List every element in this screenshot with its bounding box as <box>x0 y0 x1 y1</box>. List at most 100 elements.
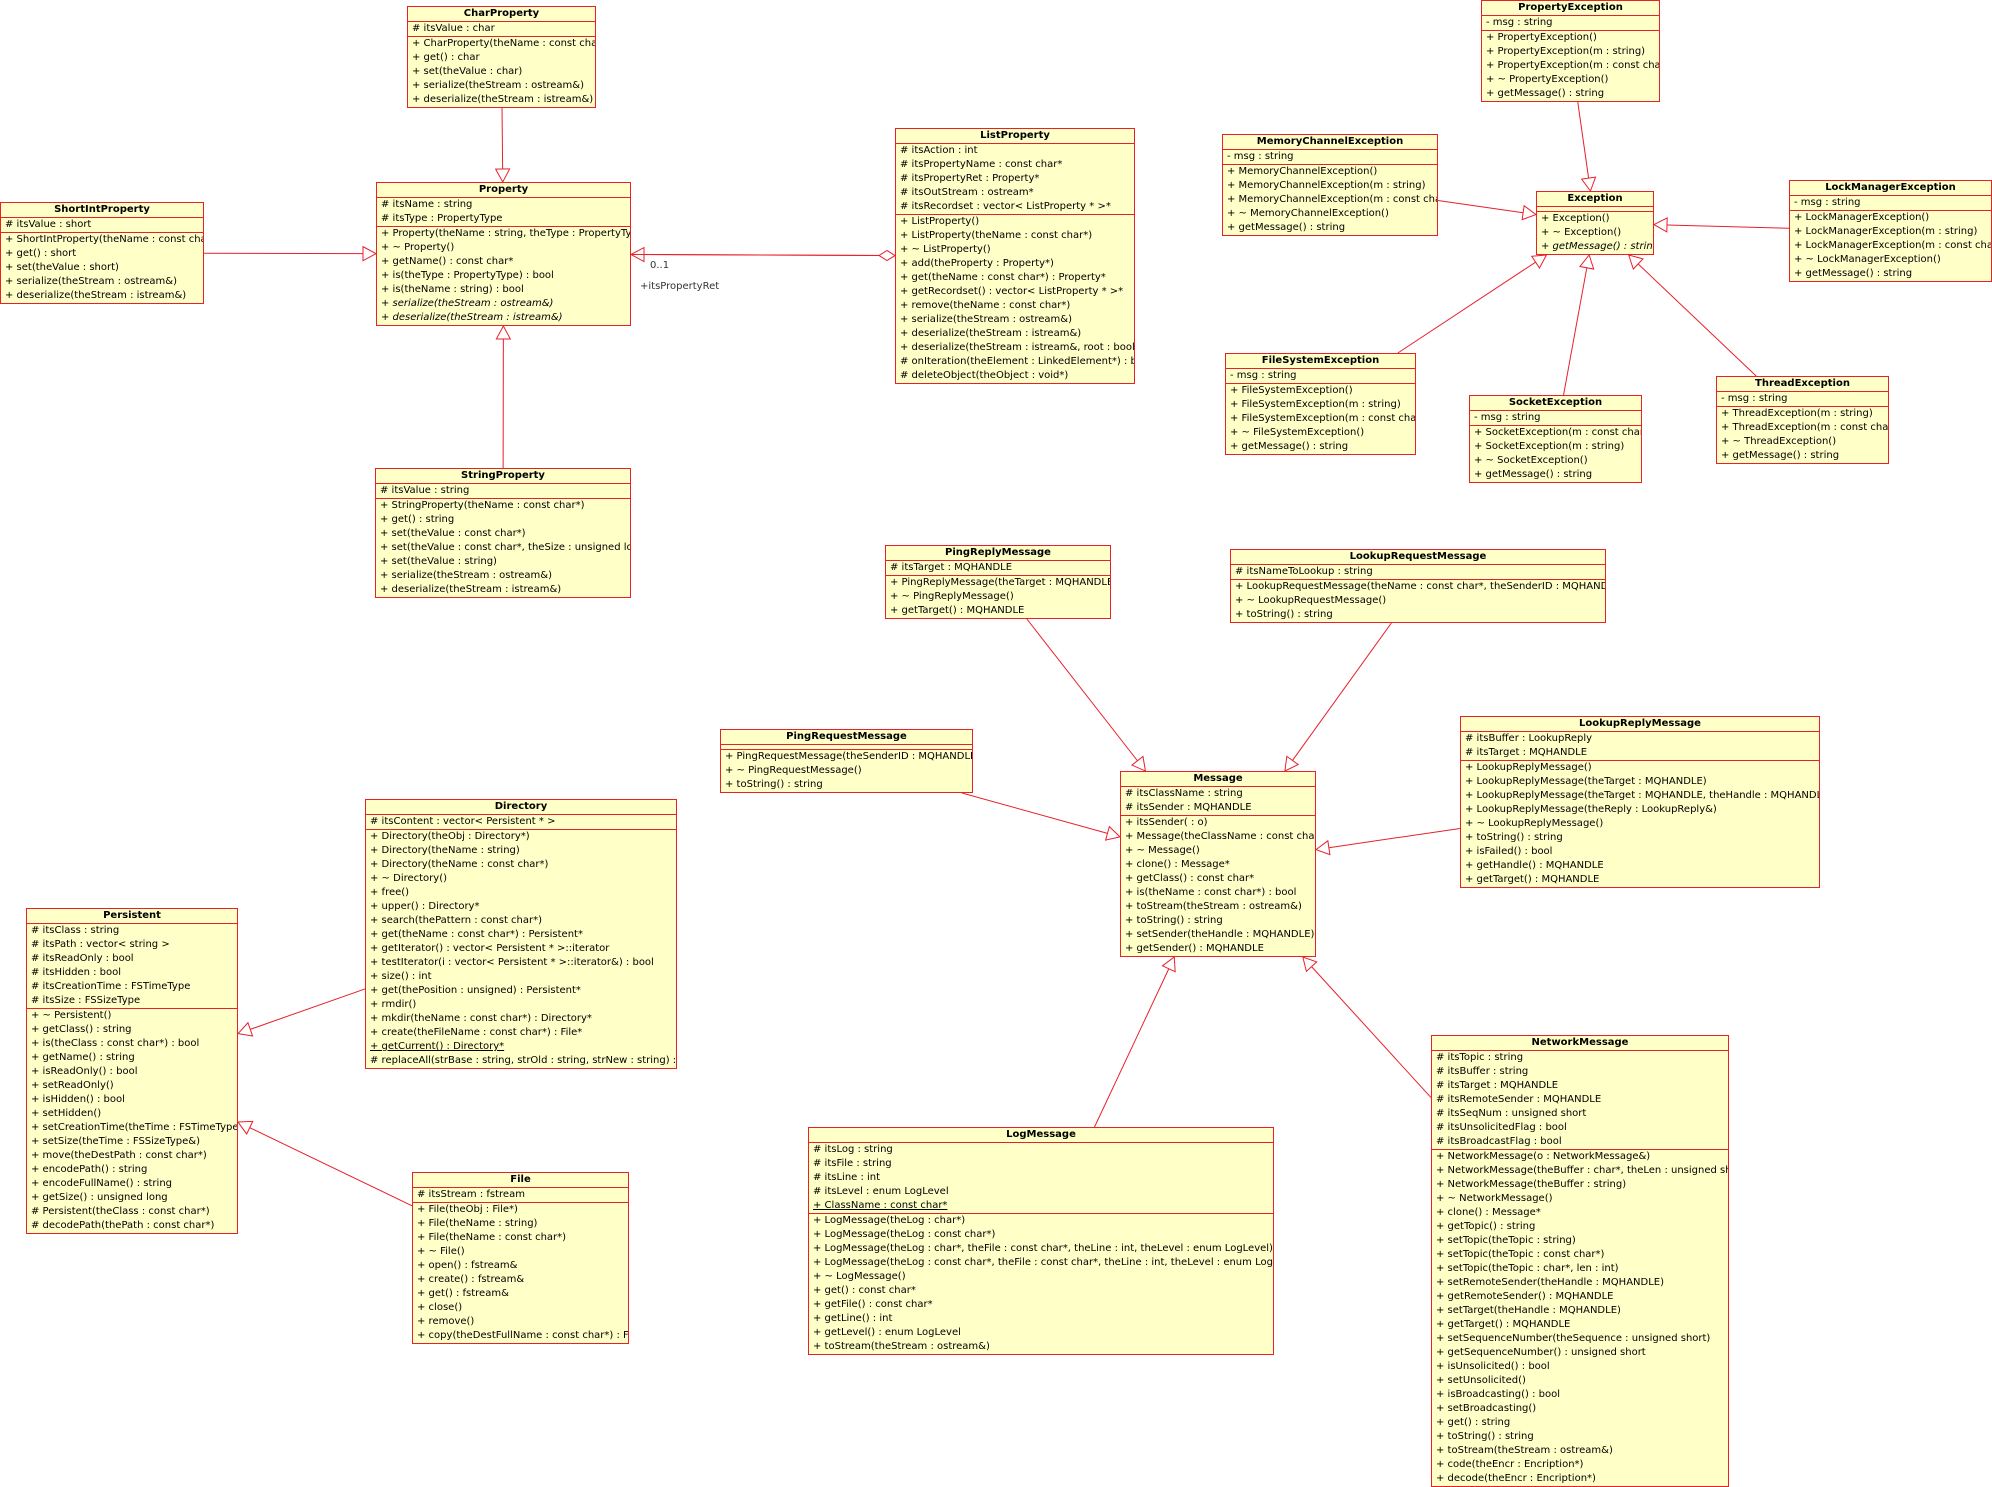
operation: + get(theName : const char*) : Persisten… <box>366 928 676 942</box>
generalization-line <box>1667 225 1789 228</box>
class-memory-channel-exception[interactable]: MemoryChannelException- msg : string+ Me… <box>1222 134 1438 236</box>
operation: # replaceAll(strBase : string, strOld : … <box>366 1054 676 1068</box>
attributes-section: # itsValue : char <box>408 22 595 37</box>
attributes-section: # itsStream : fstream <box>413 1188 628 1203</box>
attribute: - msg : string <box>1223 150 1437 164</box>
class-char-property[interactable]: CharProperty# itsValue : char+ CharPrope… <box>407 6 596 108</box>
operation: + LookupRequestMessage(theName : const c… <box>1231 580 1605 594</box>
class-short-int-property[interactable]: ShortIntProperty# itsValue : short+ Shor… <box>0 202 204 304</box>
class-name: ListProperty <box>896 129 1134 144</box>
operation: + isUnsolicited() : bool <box>1432 1360 1728 1374</box>
operation: + get(thePosition : unsigned) : Persiste… <box>366 984 676 998</box>
operation: + ~ LookupRequestMessage() <box>1231 594 1605 608</box>
class-name: PingRequestMessage <box>721 730 972 745</box>
class-lookup-request-message[interactable]: LookupRequestMessage# itsNameToLookup : … <box>1230 549 1606 623</box>
generalization-arrowhead <box>1532 255 1547 268</box>
operation: + getCurrent() : Directory* <box>366 1040 676 1054</box>
operation: + set(theValue : short) <box>1 261 203 275</box>
generalization-line <box>1292 623 1391 760</box>
generalization-arrowhead <box>238 1023 253 1036</box>
operation: + setBroadcasting() <box>1432 1402 1728 1416</box>
operation: + toStream(theStream : ostream&) <box>1121 900 1315 914</box>
operation: + setRemoteSender(theHandle : MQHANDLE) <box>1432 1276 1728 1290</box>
operation: + CharProperty(theName : const char*) <box>408 37 595 51</box>
class-message[interactable]: Message# itsClassName : string# itsSende… <box>1120 771 1316 957</box>
class-property-exception[interactable]: PropertyException- msg : string+ Propert… <box>1481 0 1660 102</box>
class-property[interactable]: Property# itsName : string# itsType : Pr… <box>376 182 631 326</box>
class-file[interactable]: File# itsStream : fstream+ File(theObj :… <box>412 1172 629 1344</box>
class-ping-request-message[interactable]: PingRequestMessage + PingRequestMessage(t… <box>720 729 973 793</box>
class-file-system-exception[interactable]: FileSystemException- msg : string+ FileS… <box>1225 353 1416 455</box>
operation: + setReadOnly() <box>27 1079 237 1093</box>
operations-section: + SocketException(m : const char*)+ Sock… <box>1470 426 1641 482</box>
attributes-section: # itsLog : string# itsFile : string# its… <box>809 1143 1273 1214</box>
class-thread-exception[interactable]: ThreadException- msg : string+ ThreadExc… <box>1716 376 1889 464</box>
operation: + getName() : string <box>27 1051 237 1065</box>
operations-section: + PingRequestMessage(theSenderID : MQHAN… <box>721 750 972 792</box>
class-name: LookupReplyMessage <box>1461 717 1819 732</box>
operation: + copy(theDestFullName : const char*) : … <box>413 1329 628 1343</box>
class-name: PropertyException <box>1482 1 1659 16</box>
operation: + clone() : Message* <box>1121 858 1315 872</box>
class-network-message[interactable]: NetworkMessage# itsTopic : string# itsBu… <box>1431 1035 1729 1487</box>
generalization-line <box>1564 268 1587 395</box>
class-lookup-reply-message[interactable]: LookupReplyMessage# itsBuffer : LookupRe… <box>1460 716 1820 888</box>
operations-section: + PropertyException()+ PropertyException… <box>1482 31 1659 101</box>
operation: + encodePath() : string <box>27 1163 237 1177</box>
operation: + getClass() : string <box>27 1023 237 1037</box>
attributes-section: # itsAction : int# itsPropertyName : con… <box>896 144 1134 215</box>
class-directory[interactable]: Directory# itsContent : vector< Persiste… <box>365 799 677 1069</box>
attributes-section: - msg : string <box>1717 392 1888 407</box>
generalization-arrowhead <box>631 248 644 262</box>
attribute: # itsType : PropertyType <box>377 212 630 226</box>
operations-section: + itsSender( : o)+ Message(theClassName … <box>1121 816 1315 956</box>
operation: + toString() : string <box>1461 831 1819 845</box>
operation: + serialize(theStream : ostream&) <box>408 79 595 93</box>
operations-section: + LogMessage(theLog : char*)+ LogMessage… <box>809 1214 1273 1354</box>
operation: + LookupReplyMessage() <box>1461 761 1819 775</box>
operations-section: + Exception()+ ~ Exception()+ getMessage… <box>1537 212 1653 254</box>
operation: + ~ Persistent() <box>27 1009 237 1023</box>
class-name: FileSystemException <box>1226 354 1415 369</box>
class-name: LogMessage <box>809 1128 1273 1143</box>
generalization-arrowhead <box>1582 177 1596 191</box>
class-ping-reply-message[interactable]: PingReplyMessage# itsTarget : MQHANDLE+ … <box>885 545 1111 619</box>
class-persistent[interactable]: Persistent# itsClass : string# itsPath :… <box>26 908 238 1234</box>
operation: + remove() <box>413 1315 628 1329</box>
class-name: StringProperty <box>376 469 630 484</box>
operation: # onIteration(theElement : LinkedElement… <box>896 355 1134 369</box>
operation: + Property(theName : string, theType : P… <box>377 227 630 241</box>
operation: + get() : short <box>1 247 203 261</box>
aggregation-role-label: +itsPropertyRet <box>640 281 719 292</box>
attributes-section: - msg : string <box>1226 369 1415 384</box>
operation: + setTarget(theHandle : MQHANDLE) <box>1432 1304 1728 1318</box>
operation: + getName() : const char* <box>377 255 630 269</box>
attribute: # itsSeqNum : unsigned short <box>1432 1107 1728 1121</box>
operation: + add(theProperty : Property*) <box>896 257 1134 271</box>
operation: + ~ LogMessage() <box>809 1270 1273 1284</box>
operation: + deserialize(theStream : istream&, root… <box>896 341 1134 355</box>
operation: + deserialize(theStream : istream&) <box>408 93 595 107</box>
class-name: Exception <box>1537 192 1653 207</box>
class-name: Property <box>377 183 630 198</box>
operations-section: + CharProperty(theName : const char*)+ g… <box>408 37 595 107</box>
class-log-message[interactable]: LogMessage# itsLog : string# itsFile : s… <box>808 1127 1274 1355</box>
class-socket-exception[interactable]: SocketException- msg : string+ SocketExc… <box>1469 395 1642 483</box>
class-name: ShortIntProperty <box>1 203 203 218</box>
operation: + move(theDestPath : const char*) <box>27 1149 237 1163</box>
generalization-arrowhead <box>1629 255 1643 269</box>
operation: + isHidden() : bool <box>27 1093 237 1107</box>
generalization-arrowhead <box>1132 756 1146 771</box>
class-exception[interactable]: Exception + Exception()+ ~ Exception()+ g… <box>1536 191 1654 255</box>
class-list-property[interactable]: ListProperty# itsAction : int# itsProper… <box>895 128 1135 384</box>
attribute: - msg : string <box>1470 411 1641 425</box>
generalization-line <box>1027 619 1138 761</box>
operation: + getHandle() : MQHANDLE <box>1461 859 1819 873</box>
operation: + close() <box>413 1301 628 1315</box>
operation: + NetworkMessage(o : NetworkMessage&) <box>1432 1150 1728 1164</box>
operations-section: + ShortIntProperty(theName : const char*… <box>1 233 203 303</box>
operation: + getRemoteSender() : MQHANDLE <box>1432 1290 1728 1304</box>
class-lock-manager-exception[interactable]: LockManagerException- msg : string+ Lock… <box>1789 180 1992 282</box>
operation: + get() : fstream& <box>413 1287 628 1301</box>
class-string-property[interactable]: StringProperty# itsValue : string+ Strin… <box>375 468 631 598</box>
